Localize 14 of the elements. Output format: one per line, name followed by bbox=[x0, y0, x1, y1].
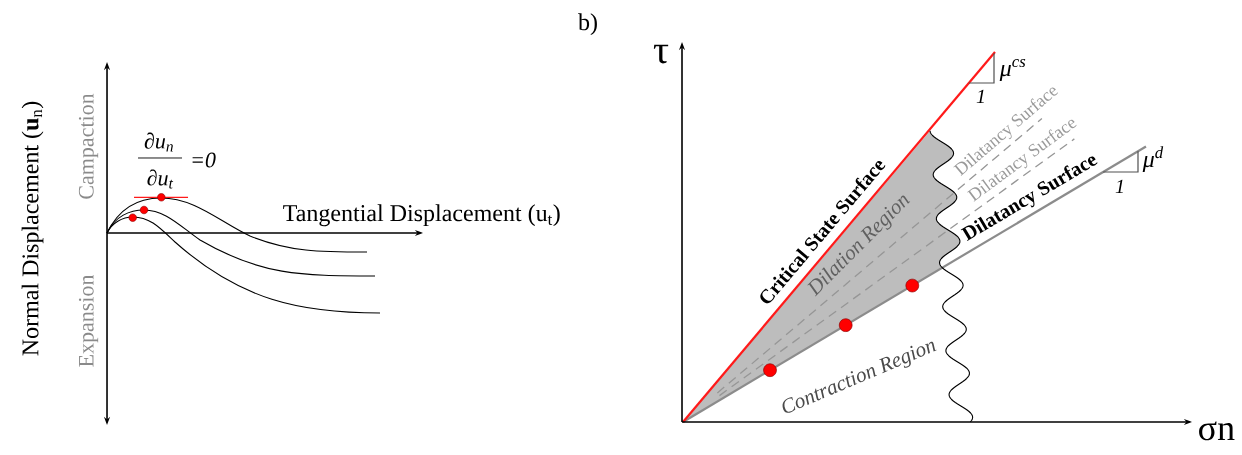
formula: ∂u$_{n}$ bbox=[144, 132, 173, 152]
formula: ∂u$_{t}$ bbox=[147, 169, 174, 189]
formula: =0 bbox=[192, 152, 216, 168]
slope-label: 1 bbox=[1115, 179, 1123, 193]
slope-label: μ$^{cs}$ bbox=[999, 59, 1026, 82]
panel-label: b) bbox=[578, 13, 597, 36]
slope-label: 1 bbox=[976, 89, 984, 103]
region-label: Campaction bbox=[78, 93, 99, 199]
slope-label: μ$^{d}$ bbox=[1142, 146, 1164, 173]
axis-label: σn bbox=[1199, 421, 1235, 441]
axis-label: Tangential Displacement (u$_{t}$) bbox=[283, 204, 560, 227]
axis-label: Normal Displacement (u$_{n}$) bbox=[21, 101, 44, 356]
region-label: Expansion bbox=[78, 274, 99, 367]
axis-label: τ bbox=[653, 44, 669, 64]
